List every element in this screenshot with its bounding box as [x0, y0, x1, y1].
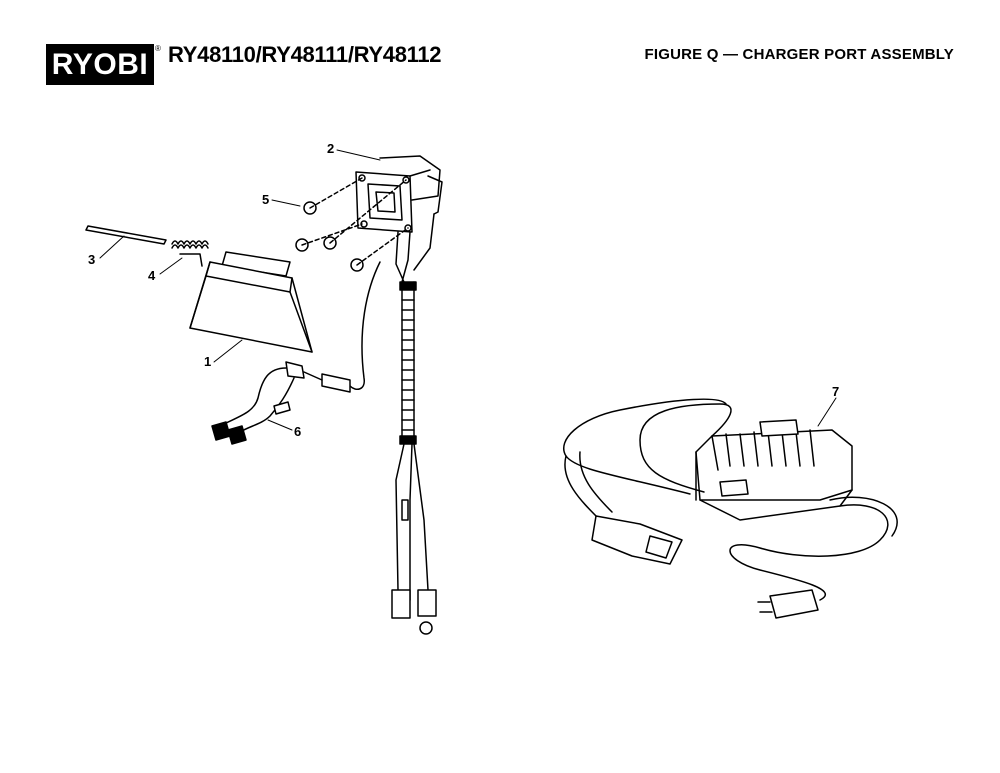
model-numbers: RY48110/RY48111/RY48112	[168, 42, 442, 67]
figure-title: FIGURE Q — CHARGER PORT ASSEMBLY	[644, 46, 954, 63]
registered-mark: ®	[155, 44, 161, 53]
callout-4: 4	[148, 268, 156, 283]
part-1-cover	[189, 251, 313, 353]
brand-text: RYOBI	[51, 47, 149, 81]
ryobi-logo: RYOBI	[46, 44, 154, 85]
callout-3: 3	[88, 252, 95, 267]
part-4-spring	[171, 240, 209, 267]
callout-6: 6	[294, 424, 301, 439]
callout-5: 5	[262, 192, 269, 207]
callout-1: 1	[204, 354, 211, 369]
callout-2: 2	[327, 141, 334, 156]
part-3-rod	[85, 225, 167, 245]
callout-7: 7	[832, 384, 839, 399]
part-5-screws	[295, 177, 409, 272]
part-2-charger-port	[355, 155, 443, 283]
callout-labels: 2 5 3 4 1 6 7	[88, 141, 839, 439]
part-7-charger	[563, 398, 898, 619]
leader-lines	[99, 149, 837, 431]
part-6-plug-harness	[211, 361, 351, 445]
wire-harness	[349, 261, 437, 635]
